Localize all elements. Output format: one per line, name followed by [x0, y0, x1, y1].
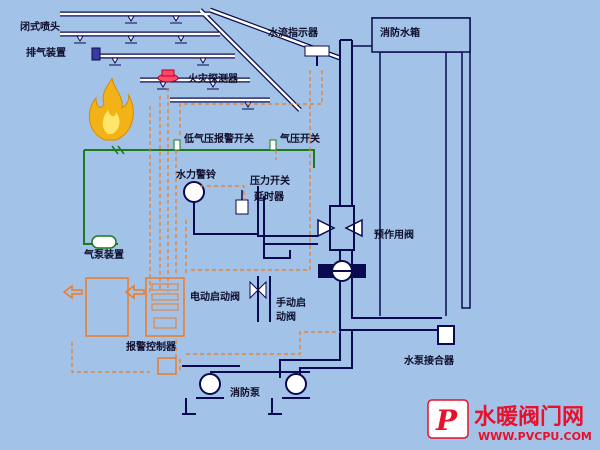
sprinkler-heads [74, 15, 254, 110]
watermark-site-name: 水暖阀门网 [474, 404, 584, 430]
water-bell-icon [183, 181, 258, 235]
label-alarm-controller: 报警控制器 [126, 340, 177, 353]
low-pressure-switch-icon [173, 139, 181, 151]
sprinkler-head-icon [157, 81, 169, 90]
label-low-pressure-switch: 低气压报警开关 [183, 132, 254, 145]
supply-pipes [182, 186, 353, 378]
label-fire-detector: 火灾探测器 [188, 72, 239, 85]
label-manual-valve-line2: 动阀 [276, 310, 296, 323]
air-pump-icon [91, 235, 117, 249]
sprinkler-head-icon [197, 57, 209, 66]
main-riser-pipe [339, 17, 471, 331]
label-air-pump: 气泵装置 [83, 248, 124, 261]
signal-wires [71, 70, 340, 373]
label-exhaust-device: 排气装置 [26, 46, 66, 59]
label-fire-pump: 消防泵 [230, 386, 261, 399]
sprinkler-head-icon [175, 35, 187, 44]
label-fire-tank: 消防水箱 [380, 26, 420, 39]
alarm-controller-icon [145, 277, 185, 337]
label-electric-valve: 电动启动阀 [190, 290, 240, 303]
label-preaction-valve: 预作用阀 [374, 228, 414, 241]
fire-detector-icon [157, 69, 179, 83]
gate-valve-icon [318, 260, 366, 282]
sprinkler-head-icon [109, 57, 121, 66]
sprinkler-head-icon [125, 35, 137, 44]
flame-icon [88, 77, 134, 141]
preaction-valve-icon [317, 205, 363, 251]
exhaust-device-icon [91, 47, 101, 61]
pump-adapter-icon [437, 325, 455, 345]
junction-box-icon [157, 357, 177, 375]
fire-tank [371, 17, 471, 53]
flow-indicator-icon [304, 45, 330, 66]
electric-start-valve-icon [249, 280, 267, 300]
label-manual-valve-line1: 手动启 [276, 296, 306, 309]
air-pressure-switch-icon [269, 139, 277, 151]
fire-pump-icon-2 [268, 373, 310, 415]
label-closed-sprinkler: 闭式喷头 [20, 20, 60, 33]
label-water-bell: 水力警铃 [175, 168, 217, 181]
air-check-valve-icon [111, 145, 125, 155]
output-panel-icon [62, 277, 145, 337]
delayer-icon [235, 190, 249, 215]
sprinkler-pipe-network [60, 7, 341, 112]
watermark-logo-icon: P [427, 399, 469, 439]
sprinkler-head-icon [170, 15, 182, 24]
label-pump-adapter: 水泵接合器 [403, 354, 455, 367]
fire-pump-icon-1 [182, 373, 224, 415]
watermark-url: WWW.PVCPU.COM [478, 430, 592, 443]
label-air-pressure-switch: 气压开关 [279, 132, 320, 145]
label-pressure-switch: 压力开关 [250, 174, 290, 187]
sprinkler-head-icon [74, 35, 86, 44]
watermark-logo-letter: P [435, 404, 458, 437]
sprinkler-head-icon [207, 81, 219, 90]
label-flow-indicator: 水流指示器 [267, 26, 319, 39]
sprinkler-head-icon [125, 15, 137, 24]
label-delayer: 延时器 [253, 190, 285, 203]
sprinkler-head-icon [242, 101, 254, 110]
watermark: P 水暖阀门网 WWW.PVCPU.COM [427, 399, 592, 443]
